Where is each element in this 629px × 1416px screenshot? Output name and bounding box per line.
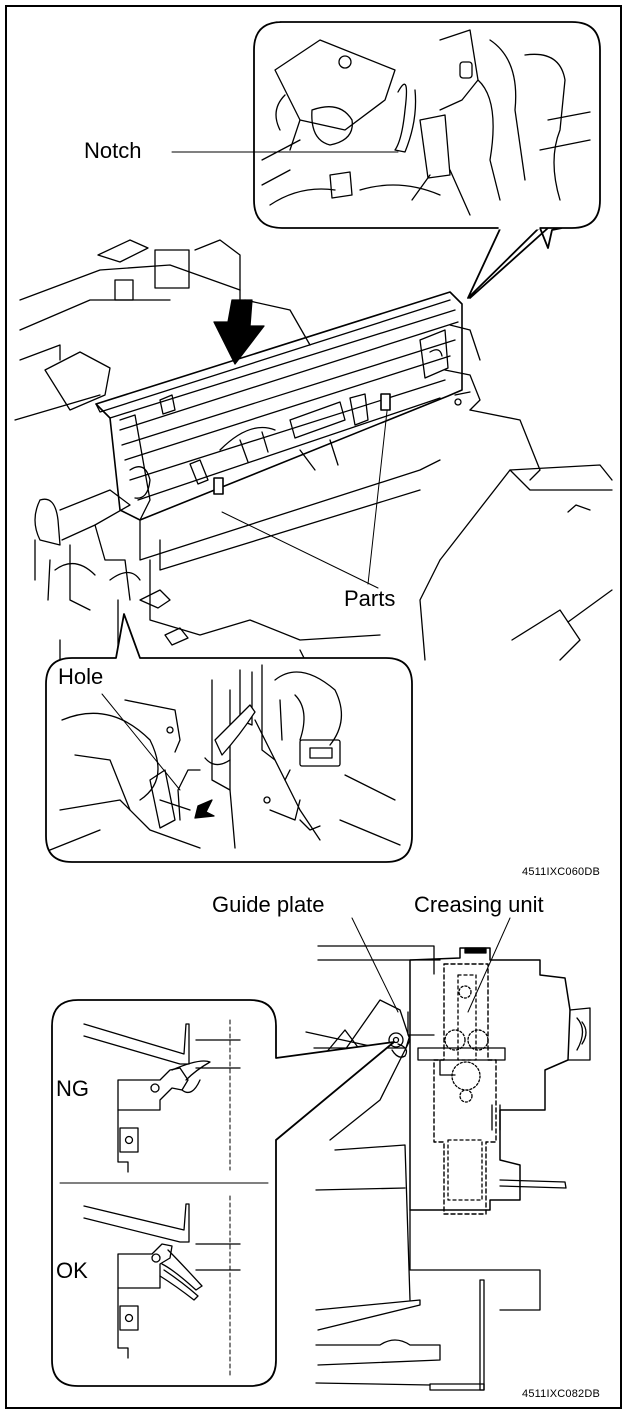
creasing-unit-label: Creasing unit (414, 892, 544, 917)
hole-detail-callout (46, 614, 412, 862)
ng-ok-detail-callout (52, 1000, 394, 1386)
main-machine-drawing (15, 240, 612, 690)
parts-label: Parts (344, 586, 396, 611)
figure-code-bottom: 4511IXC082DB (522, 1388, 601, 1400)
figure-code-top: 4511IXC060DB (522, 866, 601, 878)
guide-plate-label: Guide plate (212, 892, 325, 917)
ok-label: OK (56, 1258, 88, 1283)
notch-label: Notch (84, 138, 142, 163)
hole-label: Hole (58, 664, 104, 689)
ng-label: NG (56, 1076, 89, 1101)
bottom-machine-drawing (306, 918, 590, 1390)
figure-frame (5, 5, 622, 1409)
top-detail-callout (254, 22, 600, 298)
